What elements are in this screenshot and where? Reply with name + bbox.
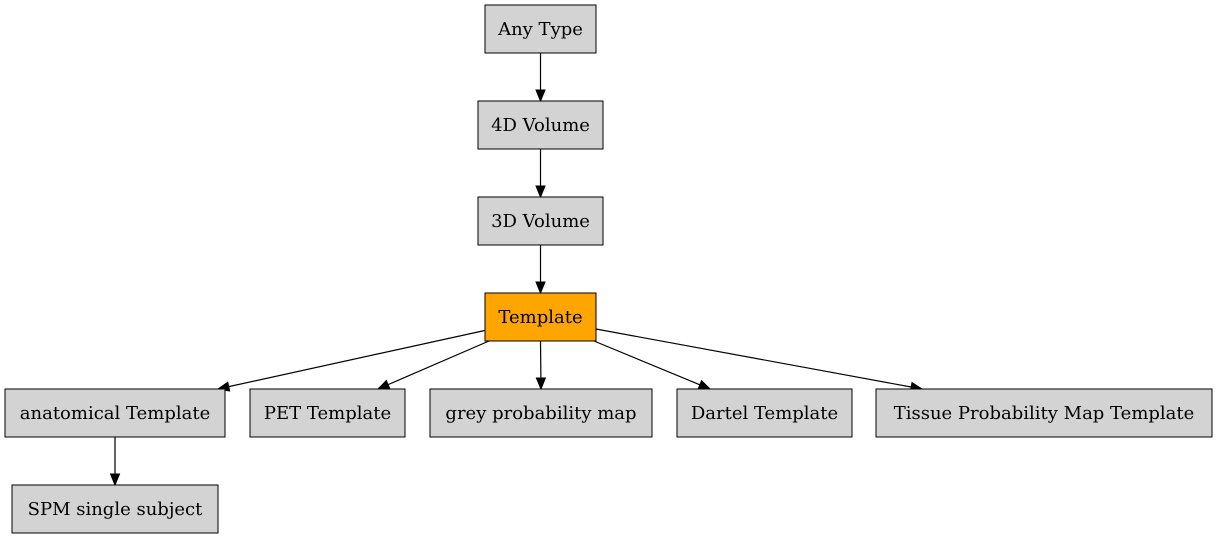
node-box <box>249 388 406 438</box>
node-box <box>875 388 1213 438</box>
node-box <box>676 388 853 438</box>
node-anatomical-template: anatomical Template <box>4 388 226 438</box>
edge-line <box>595 328 912 388</box>
arrowhead <box>535 89 546 103</box>
node-label: 4D Volume <box>491 115 590 136</box>
edge-line <box>387 340 490 386</box>
node-dartel-template: Dartel Template <box>676 388 853 438</box>
node-label: anatomical Template <box>20 403 210 424</box>
node-label: grey probability map <box>445 403 636 424</box>
edge-template-to-tissue-probability-map-template <box>595 328 924 393</box>
node-box <box>429 388 653 438</box>
edge-line <box>593 340 701 386</box>
node-pet-template: PET Template <box>249 388 406 438</box>
edge-template-to-grey-probability-map <box>535 340 547 391</box>
node-box <box>477 100 604 150</box>
edge-any-type-to-4d-volume <box>535 53 546 103</box>
arrowhead <box>535 377 547 391</box>
node-any-type: Any Type <box>484 4 597 54</box>
edge-4d-volume-to-3d-volume <box>535 149 546 199</box>
arrowhead <box>109 473 121 487</box>
node-box <box>4 388 226 438</box>
node-box <box>11 484 219 534</box>
node-label: SPM single subject <box>28 499 204 520</box>
edge-template-to-anatomical-template <box>216 329 488 392</box>
arrowhead <box>376 379 391 390</box>
node-template: Template <box>484 292 597 342</box>
node-label: Any Type <box>497 19 583 40</box>
node-box <box>484 4 597 54</box>
node-spm-single-subject: SPM single subject <box>11 484 219 534</box>
node-label: 3D Volume <box>491 211 590 232</box>
edge-anatomical-template-to-spm-single-subject <box>109 437 121 487</box>
node-3d-volume: 3D Volume <box>477 196 604 246</box>
node-label: Tissue Probability Map Template <box>894 403 1195 424</box>
edge-line <box>228 329 488 388</box>
arrowhead <box>535 185 546 199</box>
node-tissue-probability-map-template: Tissue Probability Map Template <box>875 388 1213 438</box>
arrowhead <box>697 379 712 390</box>
edge-template-to-dartel-template <box>593 340 712 390</box>
edge-3d-volume-to-template <box>535 245 546 295</box>
node-label: Dartel Template <box>691 403 838 424</box>
node-label: Template <box>498 307 582 328</box>
node-grey-probability-map: grey probability map <box>429 388 653 438</box>
node-box <box>477 196 604 246</box>
edge-template-to-pet-template <box>376 340 490 390</box>
arrowhead <box>535 281 546 295</box>
edges-layer <box>109 53 924 487</box>
node-4d-volume: 4D Volume <box>477 100 604 150</box>
node-label: PET Template <box>264 403 391 424</box>
node-box <box>484 292 597 342</box>
